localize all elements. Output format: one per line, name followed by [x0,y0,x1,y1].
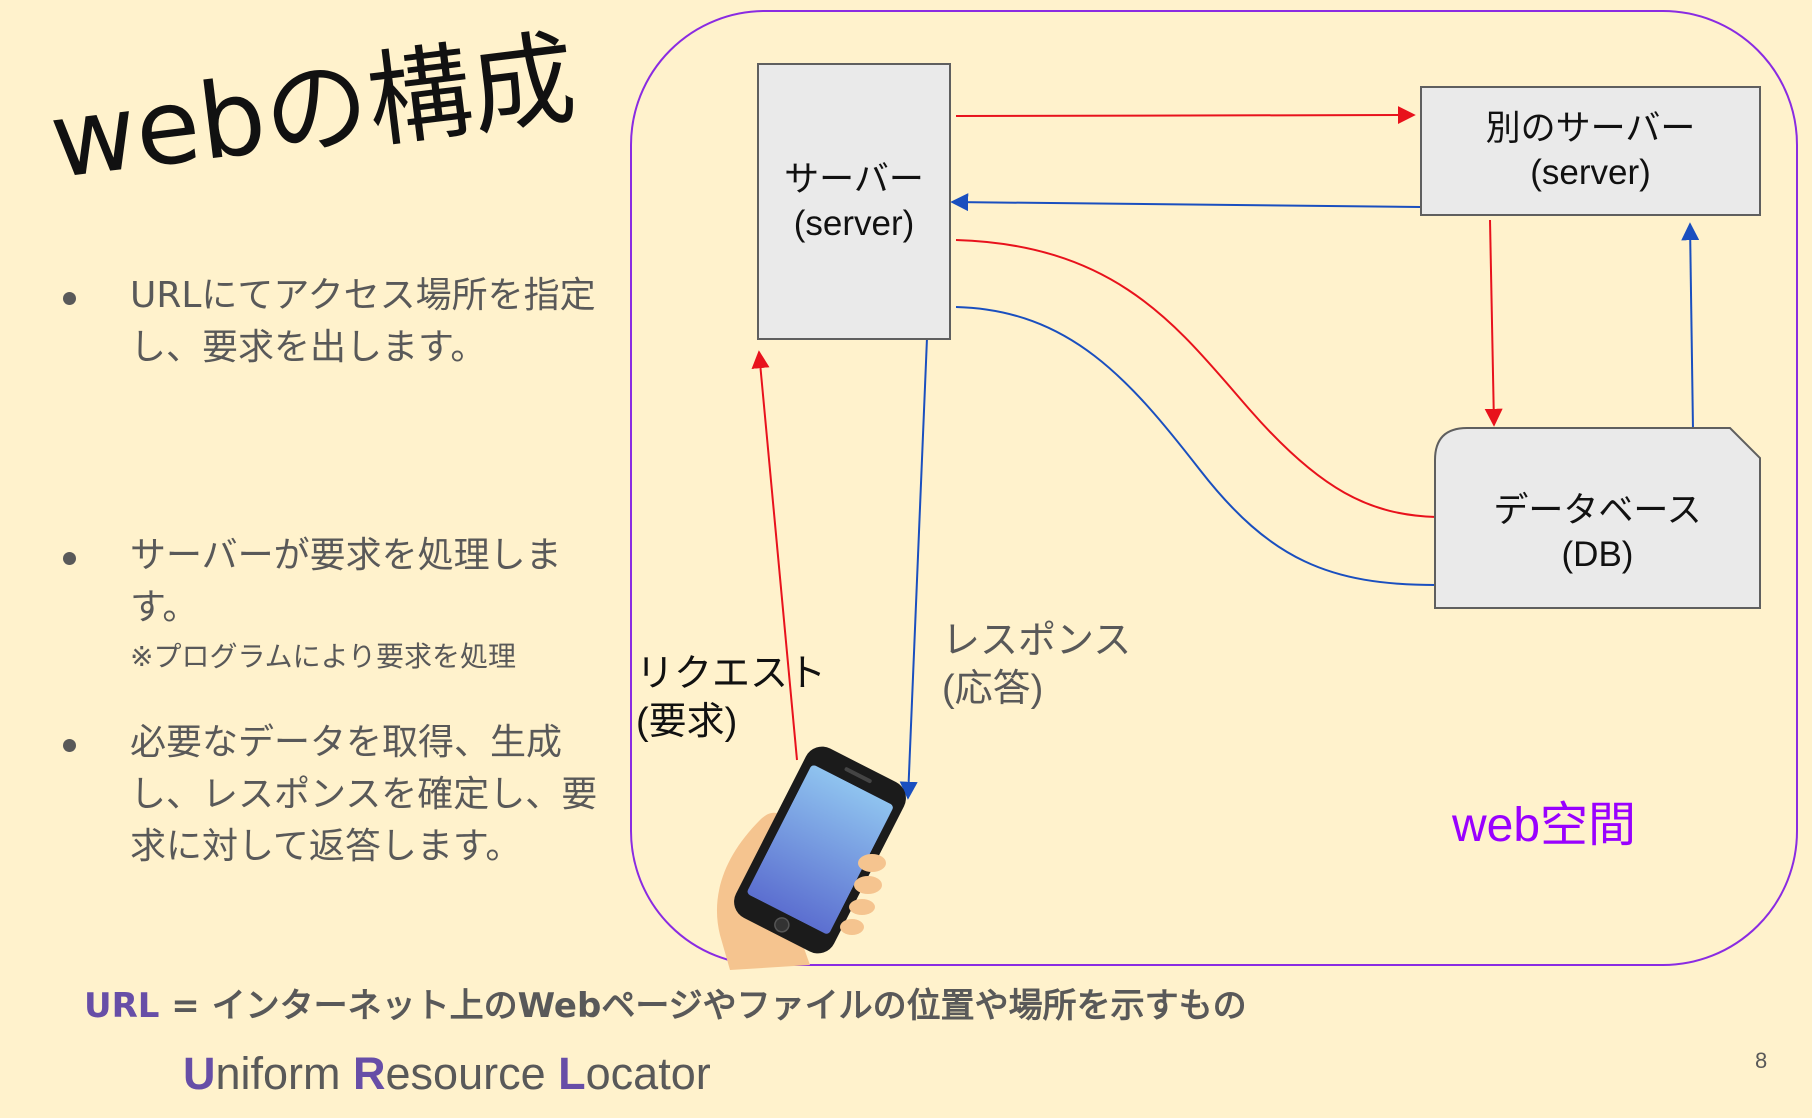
arrow-other-server-to-server [950,193,1421,212]
other-server-box: 別のサーバー (server) [1420,86,1761,216]
page-number: 8 [1755,1048,1768,1073]
url-definition: URL = インターネット上のWebページやファイルの位置や場所を示すもの [84,978,1247,1027]
bullet-text: サーバーが要求を処理します。 [130,535,562,628]
web-space-frame [630,10,1798,966]
bullet-text: 必要なデータを取得、生成し、レスポンスを確定し、要求に対して返答します。 [130,722,598,867]
connector-server-database-blue [955,306,1437,586]
database-box: データベース (DB) [1493,491,1702,574]
url-acronym: Uniform Resource Locator [183,1048,711,1100]
connector-server-database-red [955,239,1437,518]
bullet-dot-icon [63,552,76,565]
arrow-database-to-other-server [1681,222,1700,431]
web-space-label: web空間 [1452,799,1637,852]
bullet-text: URLにてアクセス場所を指定し、要求を出します。 [130,275,596,368]
acronym-rest-uniform: niform [215,1048,354,1099]
response-label: レスポンス (応答) [942,620,1132,710]
server-box: サーバー (server) [757,63,951,340]
arrow-request [751,350,798,761]
database-box-shape [1434,427,1761,609]
bullet-text-block: サーバーが要求を処理します。 ※プログラムにより要求を処理 [130,530,630,676]
acronym-rest-locator: ocator [585,1048,711,1099]
arrow-response [899,337,928,800]
bullet-dot-icon [63,739,76,752]
bullet-dot-icon [63,292,76,305]
bullet-note: ※プログラムにより要求を処理 [130,640,517,673]
arrow-server-to-other-server [955,106,1416,125]
url-abbr: URL [84,986,160,1026]
acronym-letter-r: R [353,1048,386,1099]
smartphone-in-hand-icon [716,746,906,970]
request-label: リクエスト (要求) [636,653,827,743]
acronym-letter-l: L [558,1048,586,1099]
url-definition-text: = インターネット上のWebページやファイルの位置や場所を示すもの [159,986,1247,1026]
arrow-other-server-to-database [1484,219,1503,427]
acronym-rest-resource: esource [385,1048,559,1099]
acronym-letter-u: U [183,1048,216,1099]
